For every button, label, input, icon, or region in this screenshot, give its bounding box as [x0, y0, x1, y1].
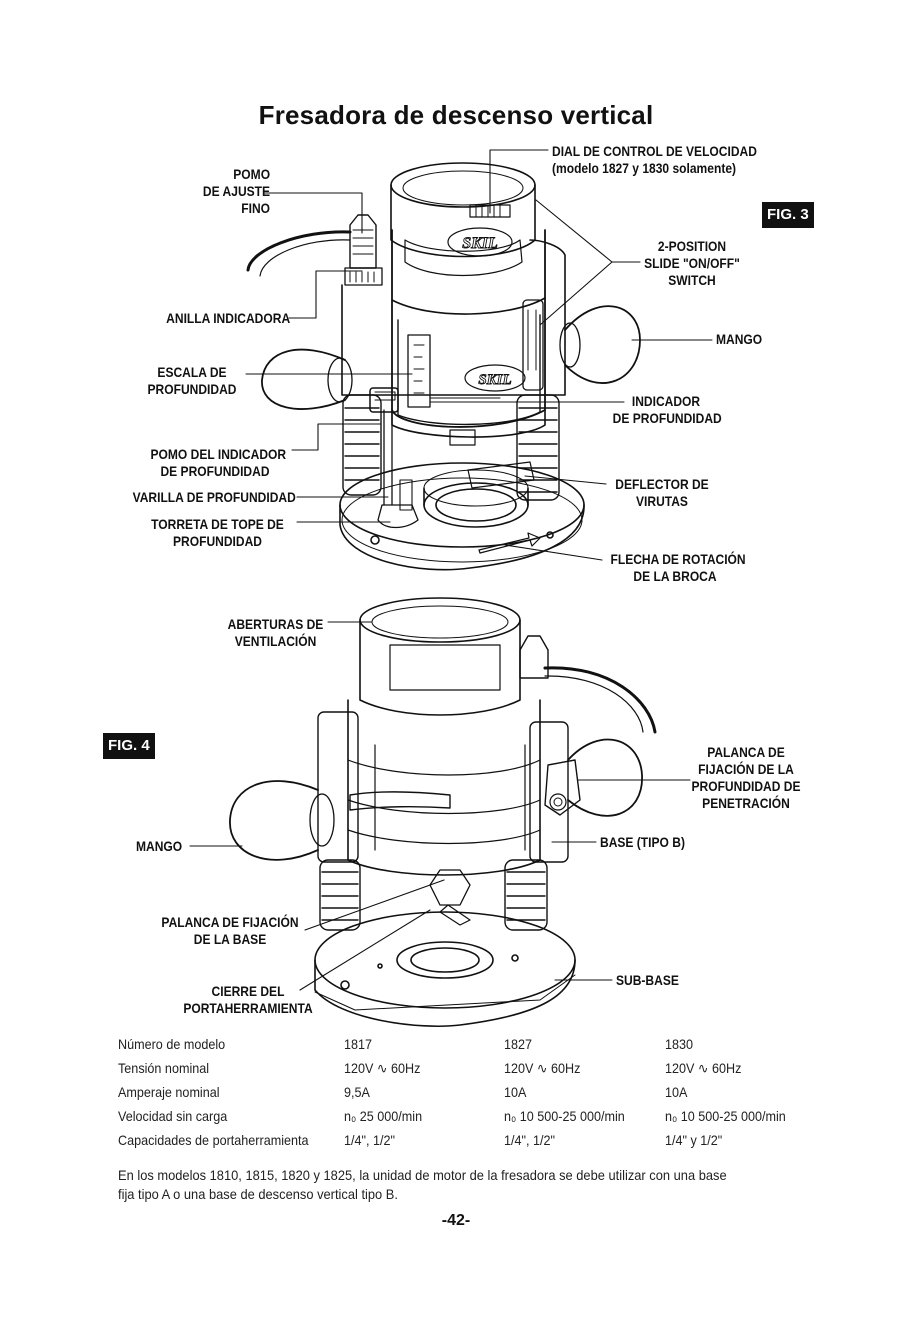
fig4-badge: FIG. 4	[103, 733, 155, 759]
spec-row-capacidades: Capacidades de portaherramienta 1/4", 1/…	[118, 1132, 723, 1148]
page-number: -42-	[441, 1212, 471, 1229]
brand-logo-front: SKIL	[478, 372, 511, 388]
fig4-router-drawing	[229, 597, 657, 1028]
fig4-leader-lines	[189, 621, 691, 991]
fig3-leader-lines	[245, 149, 713, 561]
model-note: En los modelos 1810, 1815, 1820 y 1825, …	[118, 1167, 727, 1202]
spec-row-tension: Tensión nominal 120V ∿ 60Hz 120V ∿ 60Hz …	[118, 1060, 742, 1076]
label-anilla-indicadora: ANILLA INDICADORA	[166, 310, 290, 326]
spec-table: Número de modelo 1817 1827 1830 Tensión …	[118, 1036, 818, 1156]
label-mango-fig4: MANGO	[136, 838, 183, 854]
label-base-tipo-b: BASE (TIPO B)	[600, 834, 685, 850]
page-title: Fresadora de descenso vertical	[258, 100, 654, 130]
fig3-router-drawing: SKIL SKIL	[246, 162, 641, 571]
label-mango-fig3: MANGO	[716, 331, 763, 347]
label-dial-velocidad: DIAL DE CONTROL DE VELOCIDAD (modelo 182…	[552, 143, 757, 176]
fig3-badge: FIG. 3	[762, 202, 814, 228]
spec-row-amperaje: Amperaje nominal 9,5A 10A 10A	[118, 1084, 688, 1100]
brand-logo-top: SKIL	[462, 235, 498, 252]
spec-row-velocidad: Velocidad sin carga n₀ 25 000/min n₀ 10 …	[118, 1108, 786, 1124]
label-sub-base: SUB-BASE	[616, 972, 679, 988]
label-varilla-profundidad: VARILLA DE PROFUNDIDAD	[132, 489, 296, 505]
spec-row-modelo: Número de modelo 1817 1827 1830	[118, 1036, 694, 1052]
